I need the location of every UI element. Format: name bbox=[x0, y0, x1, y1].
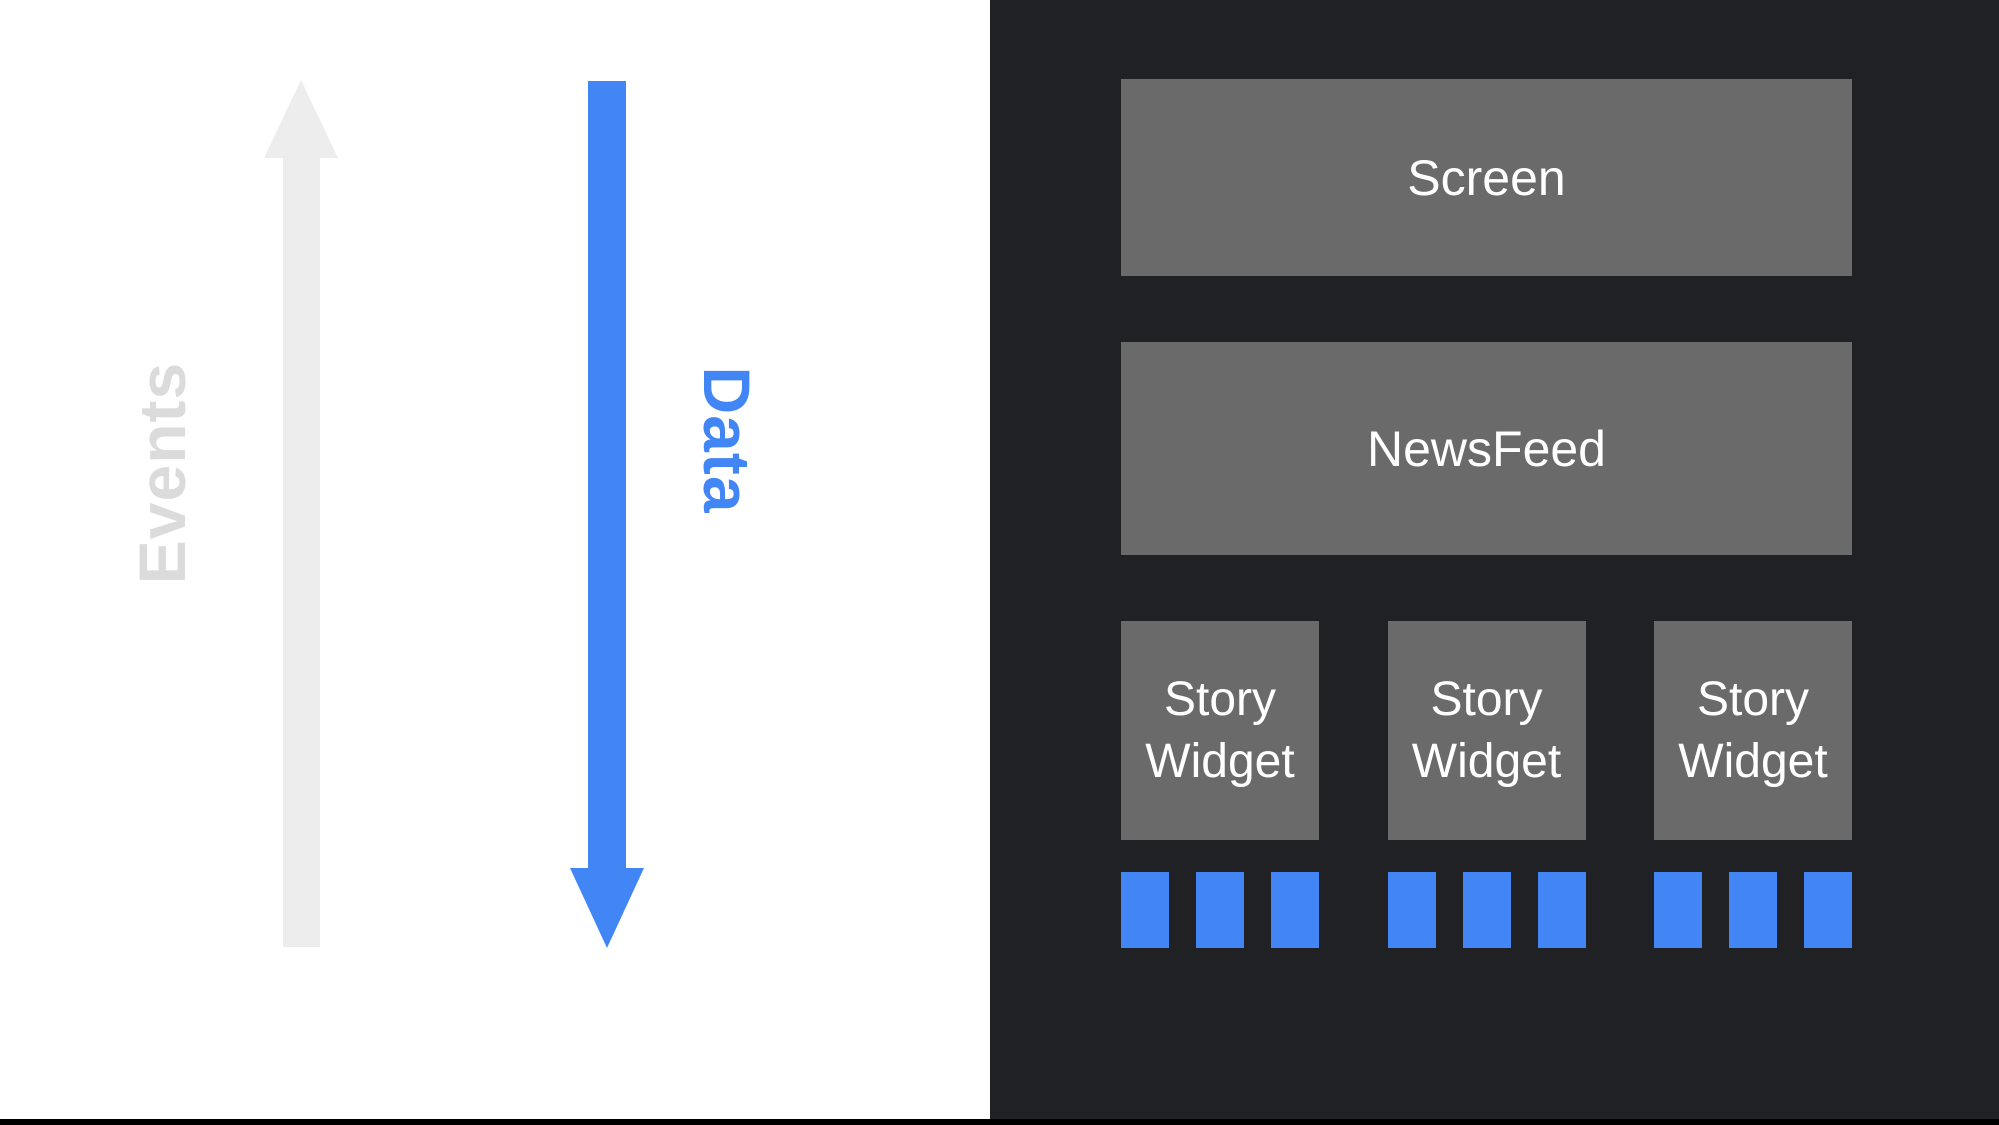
screen-node-label: Screen bbox=[1407, 149, 1566, 206]
story-widget-label: Story Widget bbox=[1678, 672, 1828, 788]
data-chips-row bbox=[1121, 872, 1852, 948]
flow-arrows-panel: Events Data bbox=[0, 0, 990, 1125]
up-arrowhead bbox=[264, 80, 338, 158]
newsfeed-node-label: NewsFeed bbox=[1367, 420, 1606, 477]
data-label: Data bbox=[690, 366, 764, 514]
down-arrow-shaft bbox=[588, 81, 626, 873]
bottom-edge-bar bbox=[0, 1119, 1999, 1125]
data-chip bbox=[1387, 872, 1436, 948]
data-chip-group bbox=[1387, 872, 1586, 948]
newsfeed-node-box: NewsFeed bbox=[1121, 342, 1852, 555]
data-chip bbox=[1196, 872, 1244, 948]
widget-tree-panel: Screen NewsFeed Story Widget Story Widge… bbox=[990, 0, 1999, 1125]
widget-tree: Screen NewsFeed Story Widget Story Widge… bbox=[1121, 0, 1852, 1125]
data-chip bbox=[1804, 872, 1852, 948]
data-chip bbox=[1462, 872, 1511, 948]
story-widget-label: Story Widget bbox=[1145, 672, 1295, 788]
story-widget-box: Story Widget bbox=[1387, 621, 1586, 840]
data-chip-group bbox=[1654, 872, 1852, 948]
data-chip bbox=[1654, 872, 1702, 948]
data-chip bbox=[1729, 872, 1777, 948]
story-widget-row: Story Widget Story Widget Story Widget bbox=[1121, 621, 1852, 840]
events-label: Events bbox=[125, 361, 199, 585]
story-widget-box: Story Widget bbox=[1121, 621, 1319, 840]
data-chip bbox=[1271, 872, 1319, 948]
story-widget-box: Story Widget bbox=[1654, 621, 1852, 840]
up-arrow-shaft bbox=[283, 150, 320, 947]
data-chip bbox=[1121, 872, 1169, 948]
story-widget-label: Story Widget bbox=[1411, 672, 1562, 788]
down-arrowhead bbox=[570, 868, 644, 948]
screen-node-box: Screen bbox=[1121, 79, 1852, 276]
data-chip-group bbox=[1121, 872, 1319, 948]
data-chip bbox=[1537, 872, 1586, 948]
